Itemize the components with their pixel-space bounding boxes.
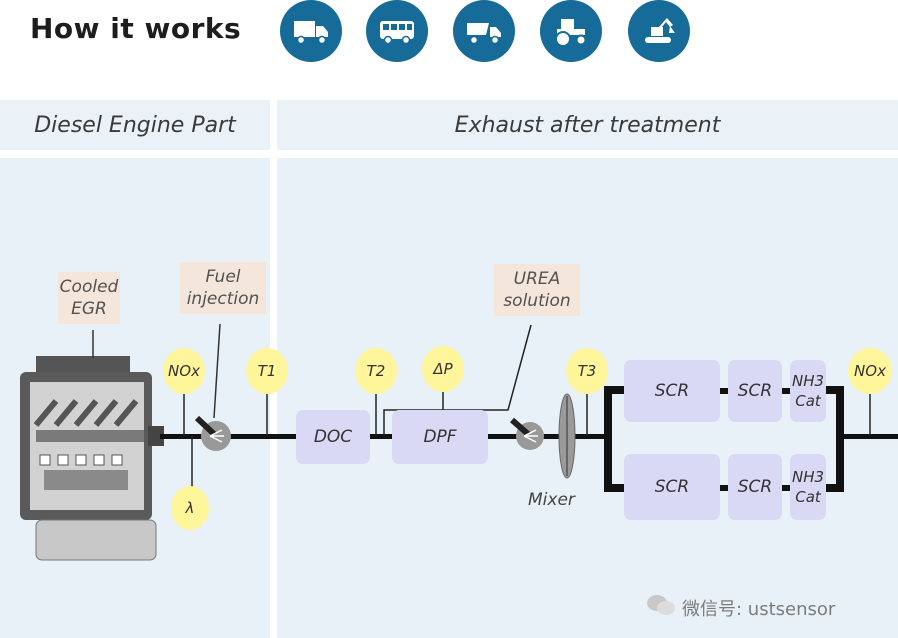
cooled-egr-label: Cooled EGR	[58, 272, 120, 324]
lambda-sensor: λ	[171, 486, 209, 530]
fuel-injection-line-2: injection	[186, 289, 260, 309]
pressure-difference-sensor: ΔP	[422, 346, 464, 392]
nox-sensor-outlet: NOx	[848, 348, 892, 394]
urea-solution-label: UREA solution	[494, 264, 580, 316]
nox-sensor-inlet: NOx	[163, 348, 205, 394]
watermark-text: 微信号: ustsensor	[682, 598, 836, 620]
nh3-cat-bottom: NH3 Cat	[790, 454, 826, 520]
wechat-icon	[646, 594, 676, 621]
doc-component: DOC	[296, 410, 370, 464]
mixer-label: Mixer	[528, 490, 575, 510]
nh3-cat-top-line-1: NH3	[791, 372, 825, 390]
scr-bottom-2: SCR	[728, 454, 782, 520]
urea-solution-line-2: solution	[503, 291, 571, 311]
dpf-component: DPF	[392, 410, 488, 464]
nh3-cat-top: NH3 Cat	[790, 360, 826, 422]
temperature-sensor-t3: T3	[566, 348, 608, 394]
nh3-cat-top-line-2: Cat	[795, 392, 821, 410]
truck-icon[interactable]	[280, 0, 342, 62]
temperature-sensor-t1: T1	[246, 348, 288, 394]
nh3-cat-bottom-line-2: Cat	[795, 488, 821, 506]
scr-top-2: SCR	[728, 360, 782, 422]
scr-bottom-1: SCR	[624, 454, 720, 520]
fuel-injector-icon	[194, 415, 231, 451]
urea-solution-line-1: UREA	[513, 269, 561, 289]
fuel-injection-label: Fuel injection	[180, 262, 266, 314]
cooled-egr-line-1: Cooled	[59, 277, 119, 297]
aftertreatment-panel-title: Exhaust after treatment	[277, 100, 898, 150]
urea-injector-icon	[510, 417, 544, 450]
page-title: How it works	[30, 12, 242, 45]
excavator-icon[interactable]	[628, 0, 690, 62]
temperature-sensor-t2: T2	[355, 348, 397, 394]
nh3-cat-bottom-line-1: NH3	[791, 468, 825, 486]
bus-icon[interactable]	[366, 0, 428, 62]
watermark: 微信号: ustsensor	[646, 594, 835, 621]
engine-panel-title: Diesel Engine Part	[0, 100, 270, 150]
dump-truck-icon[interactable]	[453, 0, 515, 62]
fuel-injection-line-1: Fuel	[205, 267, 241, 287]
cooled-egr-line-2: EGR	[71, 299, 107, 319]
scr-top-1: SCR	[624, 360, 720, 422]
mixer-icon	[558, 393, 576, 479]
engine-icon	[20, 356, 164, 561]
tractor-icon[interactable]	[540, 0, 602, 62]
